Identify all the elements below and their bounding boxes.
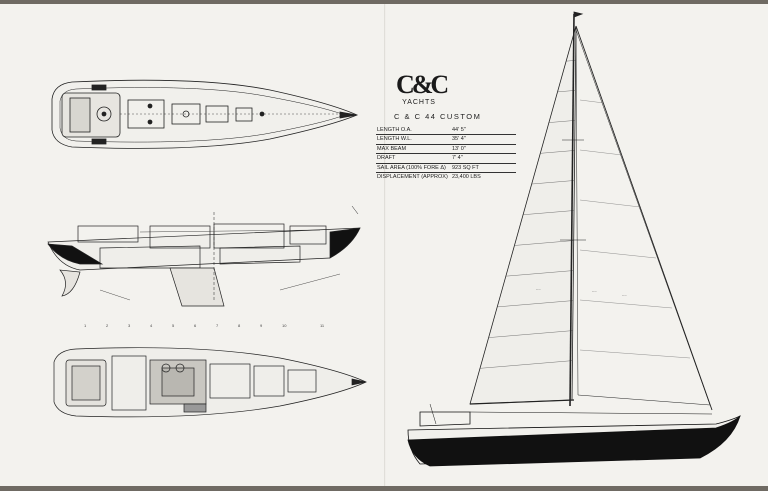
logo-subtitle: YACHTS bbox=[402, 99, 436, 106]
sail-plan-hull bbox=[407, 403, 741, 467]
spec-row: DRAFT 7' 4" bbox=[376, 154, 516, 164]
spec-label: SAIL AREA (100% FORE Δ) bbox=[377, 164, 446, 171]
svg-text:4: 4 bbox=[150, 323, 153, 328]
deck-plan bbox=[51, 79, 359, 149]
spec-label: DISPLACEMENT (APPROX) bbox=[377, 173, 448, 180]
spec-value: 35' 4" bbox=[452, 136, 466, 143]
spec-value: 923 SQ FT bbox=[452, 164, 479, 171]
model-title: C & C 44 CUSTOM bbox=[394, 112, 482, 121]
svg-text:9: 9 bbox=[260, 323, 263, 328]
spec-value: 13' 0" bbox=[452, 145, 466, 152]
sail-area-tags: ---- ---- ---- bbox=[536, 287, 627, 297]
accommodation-plan bbox=[53, 347, 367, 418]
inboard-profile bbox=[47, 205, 361, 307]
svg-text:10: 10 bbox=[282, 323, 287, 328]
sail-plan bbox=[469, 11, 713, 411]
spec-row: LENGTH O.A. 44' 5" bbox=[376, 126, 516, 136]
spec-row: LENGTH W.L. 35' 4" bbox=[376, 135, 516, 145]
spec-label: LENGTH W.L. bbox=[377, 136, 412, 143]
spec-table: LENGTH O.A. 44' 5" LENGTH W.L. 35' 4" MA… bbox=[376, 126, 516, 181]
spec-row: MAX BEAM 13' 0" bbox=[376, 145, 516, 155]
svg-text:----: ---- bbox=[536, 287, 541, 291]
spec-label: DRAFT bbox=[377, 155, 396, 162]
svg-text:8: 8 bbox=[238, 323, 241, 328]
svg-text:3: 3 bbox=[128, 323, 131, 328]
spec-label: LENGTH O.A. bbox=[377, 127, 412, 133]
svg-text:----: ---- bbox=[622, 293, 627, 297]
spec-value: 7' 4" bbox=[452, 155, 463, 162]
spec-value: 44' 5" bbox=[452, 127, 466, 133]
logo-mark: C&C bbox=[396, 70, 449, 99]
svg-text:6: 6 bbox=[194, 323, 197, 328]
svg-text:11: 11 bbox=[320, 323, 325, 328]
spec-row: DISPLACEMENT (APPROX) 23,400 LBS bbox=[376, 173, 516, 181]
spec-row: SAIL AREA (100% FORE Δ) 923 SQ FT bbox=[376, 164, 516, 173]
svg-text:1: 1 bbox=[84, 323, 87, 328]
center-fold bbox=[384, 4, 386, 486]
svg-text:----: ---- bbox=[592, 289, 597, 293]
svg-text:5: 5 bbox=[172, 323, 175, 328]
svg-text:7: 7 bbox=[216, 323, 219, 328]
spec-value: 23,400 LBS bbox=[452, 173, 481, 180]
station-markers: 1 2 3 4 5 6 7 8 9 10 11 bbox=[84, 323, 325, 328]
svg-text:2: 2 bbox=[106, 323, 109, 328]
brand-logo: C&C YACHTS bbox=[396, 70, 449, 110]
spec-label: MAX BEAM bbox=[377, 145, 407, 152]
